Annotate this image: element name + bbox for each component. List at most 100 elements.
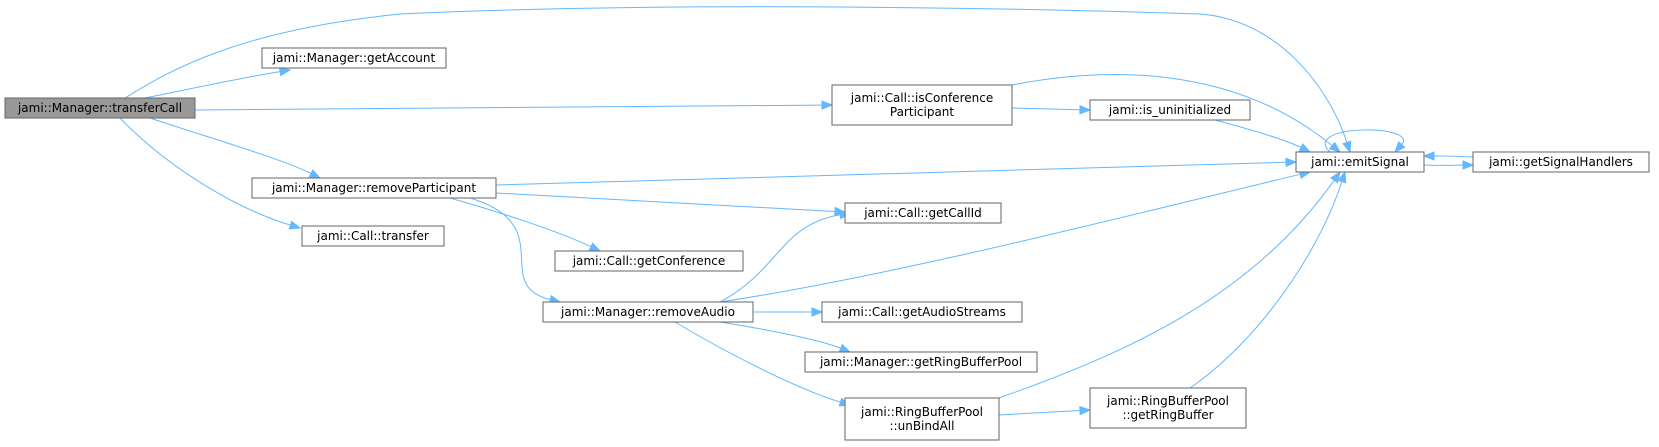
node-box (261, 47, 447, 69)
node-label: jami::getSignalHandlers (1488, 155, 1633, 169)
edge-line (119, 117, 291, 226)
edge-line (495, 192, 836, 212)
edge-isConferenceParticipant-to-emitSignal (1011, 74, 1342, 153)
node-label: ::getRingBuffer (1122, 408, 1213, 422)
node-box (4, 97, 196, 119)
node-transferCall[interactable]: jami::Manager::transferCall (4, 97, 196, 119)
node-box (1089, 387, 1247, 429)
edge-transferCall-to-emitSignal (124, 6, 1352, 154)
arrowhead (838, 343, 852, 353)
edge-line (674, 321, 841, 403)
node-getCallId[interactable]: jami::Call::getCallId (844, 202, 1002, 224)
edge-line (998, 410, 1081, 416)
node-label: jami::Manager::getRingBufferPool (819, 355, 1022, 369)
node-box (1295, 151, 1425, 173)
node-box (301, 225, 445, 247)
arrowhead (308, 169, 322, 179)
node-label: jami::Manager::transferCall (17, 101, 182, 115)
arrowhead (1337, 170, 1347, 184)
edge-line (719, 214, 841, 303)
node-label: jami::RingBufferPool (860, 405, 983, 419)
node-removeParticipant[interactable]: jami::Manager::removeParticipant (251, 177, 497, 199)
edge-emitSignal-to-emitSignal (1324, 129, 1406, 154)
node-label: jami::Call::isConference (850, 91, 993, 105)
edge-line (998, 179, 1335, 399)
node-box (1472, 151, 1650, 173)
edge-line (149, 117, 312, 174)
node-unBindAll[interactable]: jami::RingBufferPool::unBindAll (844, 397, 1000, 441)
edge-getSignalHandlers-to-emitSignal (1422, 151, 1474, 161)
edge-unBindAll-to-getRingBuffer (998, 405, 1092, 416)
node-getRingBufferPool[interactable]: jami::Manager::getRingBufferPool (804, 351, 1038, 373)
arrowhead (288, 220, 302, 230)
arrowhead (1079, 405, 1092, 416)
node-label: jami::RingBufferPool (1106, 394, 1229, 408)
node-label: jami::Manager::removeAudio (560, 305, 735, 319)
edge-line (1011, 107, 1081, 111)
edge-line (124, 6, 1348, 143)
edges-layer (119, 6, 1475, 416)
node-getAudioStreams[interactable]: jami::Call::getAudioStreams (821, 301, 1023, 323)
node-label: jami::Manager::getAccount (272, 51, 436, 65)
nodes-layer: jami::Manager::transferCalljami::Manager… (4, 47, 1650, 441)
edge-unBindAll-to-emitSignal (998, 170, 1341, 399)
arrowhead (821, 100, 834, 110)
node-label: jami::Call::transfer (316, 229, 429, 243)
edge-line (1011, 74, 1333, 147)
arrowhead (1328, 141, 1342, 153)
edge-line (469, 197, 551, 301)
arrowhead (588, 242, 602, 252)
edge-getRingBuffer-to-emitSignal (1189, 170, 1347, 389)
node-getSignalHandlers[interactable]: jami::getSignalHandlers (1472, 151, 1650, 173)
node-box (844, 397, 1000, 441)
node-emitSignal[interactable]: jami::emitSignal (1295, 151, 1425, 173)
edge-transferCall-to-isConferenceParticipant (194, 100, 834, 111)
edge-transferCall-to-transfer (119, 117, 302, 230)
node-box (831, 84, 1013, 126)
edge-line (1433, 155, 1474, 158)
node-getConference[interactable]: jami::Call::getConference (554, 250, 744, 272)
node-box (251, 177, 497, 199)
node-transfer[interactable]: jami::Call::transfer (301, 225, 445, 247)
node-label: jami::emitSignal (1310, 155, 1409, 169)
edge-line (719, 321, 841, 349)
edge-removeAudio-to-getAudioStreams (753, 307, 824, 317)
arrowhead (1285, 157, 1298, 168)
arrowhead (1342, 140, 1352, 154)
node-label: jami::Call::getAudioStreams (837, 305, 1006, 319)
edge-removeParticipant-to-getConference (449, 197, 602, 252)
edge-line (194, 104, 823, 111)
edge-line (144, 71, 281, 99)
node-label: jami::is_uninitialized (1108, 103, 1231, 117)
edge-line (495, 161, 1287, 186)
node-label: Participant (890, 105, 955, 119)
edge-transferCall-to-removeParticipant (149, 117, 322, 179)
node-box (542, 301, 754, 323)
arrowhead (278, 66, 292, 77)
node-getAccount[interactable]: jami::Manager::getAccount (261, 47, 447, 69)
arrowhead (1298, 143, 1312, 153)
node-label: jami::Manager::removeParticipant (271, 181, 476, 195)
arrowhead (1462, 160, 1475, 170)
edge-emitSignal-to-getSignalHandlers (1423, 160, 1475, 170)
edge-line (1324, 129, 1405, 153)
node-box (804, 351, 1038, 373)
arrowhead (1079, 104, 1092, 115)
edge-transferCall-to-getAccount (144, 66, 292, 99)
edge-line (719, 173, 1301, 303)
node-label: ::unBindAll (890, 419, 955, 433)
node-removeAudio[interactable]: jami::Manager::removeAudio (542, 301, 754, 323)
node-label: jami::Call::getCallId (863, 206, 982, 220)
edge-line (1189, 181, 1343, 389)
node-label: jami::Call::getConference (572, 254, 726, 268)
arrowhead (1422, 151, 1435, 161)
edge-isConferenceParticipant-to-isUninitialized (1011, 104, 1092, 115)
arrowhead (1330, 170, 1341, 184)
node-box (821, 301, 1023, 323)
node-isUninitialized[interactable]: jami::is_uninitialized (1089, 99, 1251, 121)
arrowhead (1394, 141, 1406, 154)
arrowhead (811, 307, 824, 317)
edge-removeParticipant-to-removeAudio (469, 197, 562, 305)
node-getRingBuffer[interactable]: jami::RingBufferPool::getRingBuffer (1089, 387, 1247, 429)
